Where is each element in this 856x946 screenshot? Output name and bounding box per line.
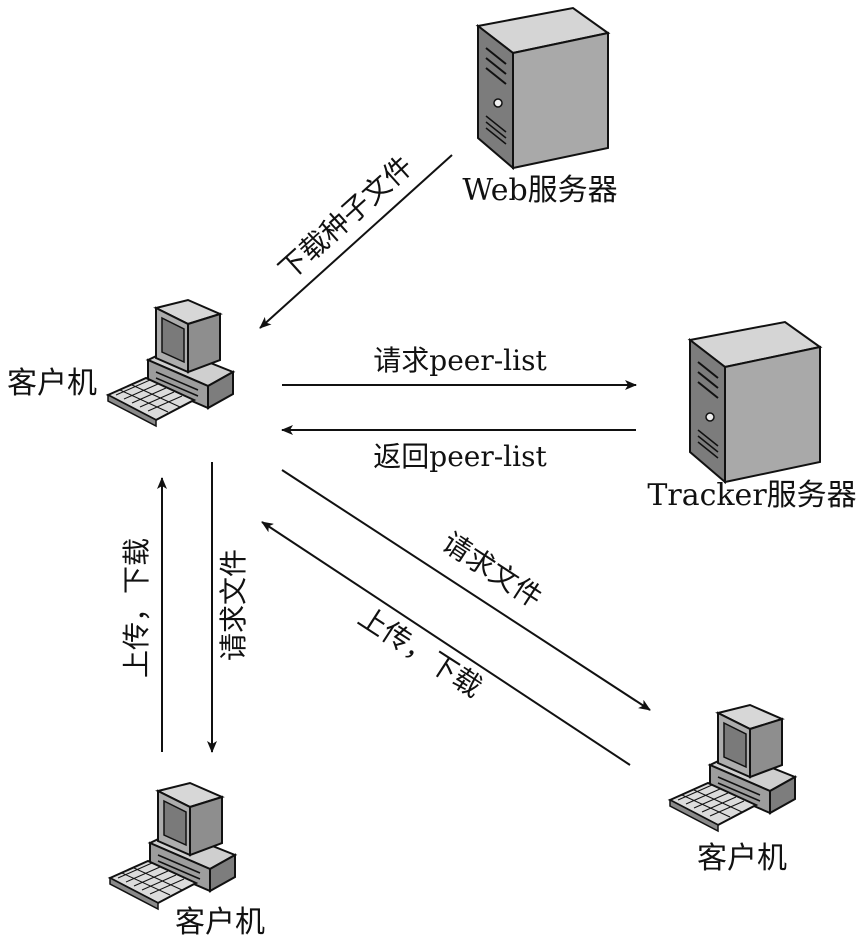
request-peer-list-label: 请求peer-list	[373, 344, 547, 377]
request-file-right-arrow	[281, 469, 651, 711]
request-file-right-label: 请求文件	[436, 526, 548, 615]
client-bottom-label: 客户机	[175, 905, 265, 940]
client-main-icon	[107, 299, 234, 427]
client-right-icon	[669, 704, 796, 832]
return-peer-list-label: 返回peer-list	[373, 440, 547, 473]
client-main-label: 客户机	[7, 366, 97, 401]
web-server-label: Web服务器	[462, 173, 617, 208]
download-torrent-arrow	[259, 154, 453, 329]
web-server-icon	[477, 7, 609, 169]
download-torrent-label: 下载种子文件	[272, 149, 419, 286]
upload-download-right-arrow	[261, 521, 631, 766]
upload-download-right-label: 上传，下载	[352, 600, 487, 704]
tracker-server-icon	[689, 321, 821, 483]
client-bottom-icon	[109, 782, 236, 910]
upload-download-left-label: 上传，下载	[120, 538, 153, 678]
client-right-label: 客户机	[697, 841, 787, 876]
request-file-down-label: 请求文件	[217, 549, 250, 661]
tracker-server-label: Tracker服务器	[647, 478, 856, 513]
